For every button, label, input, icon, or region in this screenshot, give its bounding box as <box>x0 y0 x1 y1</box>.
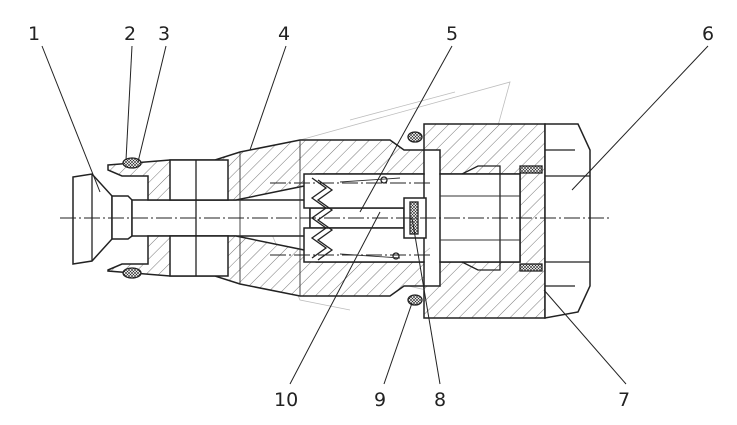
label-3: 3 <box>158 23 170 45</box>
label-5: 5 <box>446 23 458 45</box>
part-4-body <box>107 139 425 297</box>
label-6: 6 <box>702 23 714 45</box>
seal-rings <box>122 131 543 306</box>
part-6-end-cap <box>423 123 591 319</box>
label-8: 8 <box>434 389 446 411</box>
label-10: 10 <box>274 389 298 411</box>
label-7: 7 <box>618 389 630 411</box>
label-4: 4 <box>278 23 290 45</box>
label-1: 1 <box>28 23 40 45</box>
leader-lines <box>41 45 709 385</box>
label-9: 9 <box>374 389 386 411</box>
label-2: 2 <box>124 23 136 45</box>
centre-lines <box>60 182 610 256</box>
callout-labels: 1 2 3 4 5 6 10 9 8 7 <box>28 23 714 411</box>
